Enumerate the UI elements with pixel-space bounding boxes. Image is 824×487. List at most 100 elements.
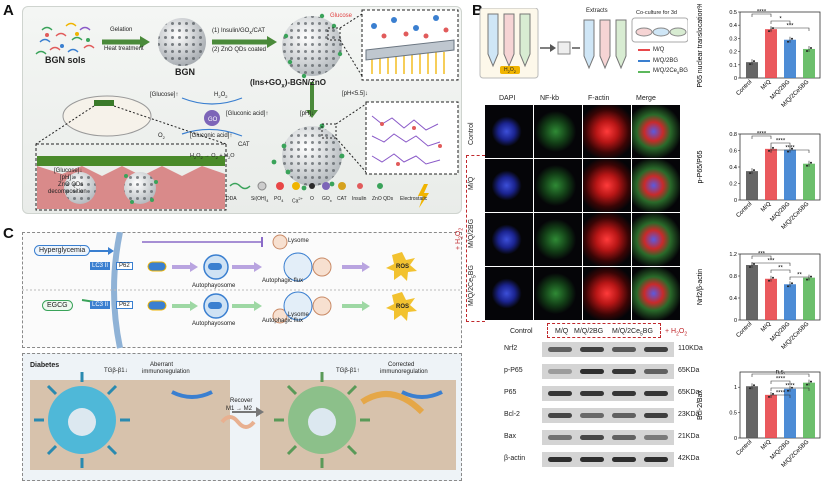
wb-size-label: 21KDa (678, 433, 700, 440)
data-point (753, 169, 755, 172)
data-point (753, 60, 755, 63)
wb-band (548, 435, 572, 440)
sig-bracket (770, 20, 791, 24)
y-tick-label: 1 (734, 385, 737, 391)
chart-frame (739, 11, 821, 79)
ros-label-2: ROS (396, 304, 410, 310)
sig-label: **** (757, 10, 767, 16)
tgf-label-2: TGβ-β1↑ (336, 368, 360, 374)
wb-size-label: 110KDa (678, 345, 703, 352)
h2o2-bracket (466, 155, 485, 322)
extracts-label: Extracts (586, 8, 608, 14)
bar-0 (746, 171, 758, 200)
x-tick-label: M/Q (760, 201, 772, 213)
p62-label-2: P62 (116, 301, 133, 309)
data-point (810, 275, 812, 278)
data-point (753, 263, 755, 265)
legend-swatch-mq (638, 48, 650, 51)
aberrant-label-2: immunoregulation (142, 369, 190, 375)
panel-b-letter: B (472, 2, 483, 19)
tgf-label-1: TGβ-β1↓ (104, 368, 128, 374)
sig-label: ** (797, 273, 802, 279)
data-point (791, 282, 793, 285)
wb-band (644, 457, 668, 462)
bar-1 (765, 278, 777, 320)
wb-band (580, 391, 604, 396)
if-image-mq2ce-nfkb (534, 267, 582, 320)
data-point (806, 278, 808, 281)
hyperglycemia-label: Hyperglycemia (34, 245, 91, 256)
sig-label: n.s. (776, 370, 786, 376)
legend-zno: ZnO QDs (372, 196, 394, 202)
glucose-up-label: [Glucose]↑ (150, 92, 179, 98)
legend-insulin: Insulin (352, 196, 367, 202)
chart-ylabel: Bcl-2/Bax (697, 390, 704, 420)
wb-band (612, 347, 636, 352)
wb-band-strip (542, 408, 674, 423)
p62-label-1: P62 (116, 262, 133, 270)
sig-label: **** (757, 132, 767, 138)
wb-band (580, 457, 604, 462)
bgn-sols-icon (35, 22, 95, 55)
x-tick-label: Control (735, 439, 753, 457)
sig-bracket (751, 135, 772, 139)
sig-label: **** (776, 139, 786, 145)
y-tick-label: 0 (734, 76, 737, 82)
data-point (787, 40, 789, 43)
y-tick-label: 0.4 (729, 23, 737, 29)
legend-gox: GOx (322, 196, 332, 203)
data-point (810, 380, 812, 383)
data-point (787, 150, 789, 153)
wb-band (612, 413, 636, 418)
data-point (787, 389, 789, 392)
legend-ca: Ca2+ (292, 196, 303, 205)
sig-bracket (751, 13, 772, 17)
sig-bracket (751, 262, 791, 266)
y-tick-label: 0.2 (729, 182, 737, 188)
wb-band-strip (542, 386, 674, 401)
immunofluorescence-grid (485, 105, 681, 321)
x-tick-label: M/Q (760, 79, 772, 91)
glucose-label: Glucose (330, 13, 353, 19)
wb-protein-label: P65 (504, 389, 517, 396)
wb-band (580, 369, 604, 374)
if-image-control-nfkb (534, 105, 582, 158)
y-tick-label: 0 (734, 318, 737, 324)
legend-label-mq: M/Q (653, 46, 665, 53)
sig-bracket (751, 255, 772, 259)
h2o2-tube-label: H2O2 (504, 67, 516, 74)
sig-bracket (770, 394, 791, 398)
y-tick-label: 0.3 (729, 36, 737, 42)
data-point (749, 63, 751, 66)
chart-ylabel: Nrf2/β-actin (697, 269, 704, 305)
legend-dda: DDA (226, 196, 237, 202)
bar-3 (803, 163, 815, 200)
cat-label: CAT (238, 142, 250, 148)
wb-band (548, 457, 572, 462)
egcg-label: EGCG (42, 300, 73, 311)
data-point (772, 276, 774, 279)
col-factin: F-actin (588, 95, 610, 102)
legend-cat: CAT (337, 196, 347, 202)
data-point (791, 37, 793, 40)
reaction-label: H2O2 → O2 + H2O (190, 153, 235, 161)
sig-label: **** (776, 391, 786, 397)
col-nfkb: NF-kb (540, 95, 560, 102)
ph55-label: [pH<5.5]↓ (342, 91, 368, 97)
o2-label: O2 (158, 133, 165, 141)
h2o2-label: H2O2 (214, 92, 228, 100)
wb-band (644, 413, 668, 418)
step2-label: (2) ZnO QDs coated (212, 47, 267, 53)
wb-protein-label: p-P65 (504, 367, 523, 374)
data-point (787, 285, 789, 288)
bar-0 (746, 62, 758, 78)
wb-header-mq2bg: M/Q/2BG (574, 328, 604, 335)
y-tick-label: 0.8 (729, 274, 737, 280)
lc3-label-2: LC3 II (90, 301, 111, 309)
wb-size-label: 65KDa (678, 367, 700, 374)
wb-band-strip (542, 452, 674, 467)
wb-band (548, 369, 572, 374)
